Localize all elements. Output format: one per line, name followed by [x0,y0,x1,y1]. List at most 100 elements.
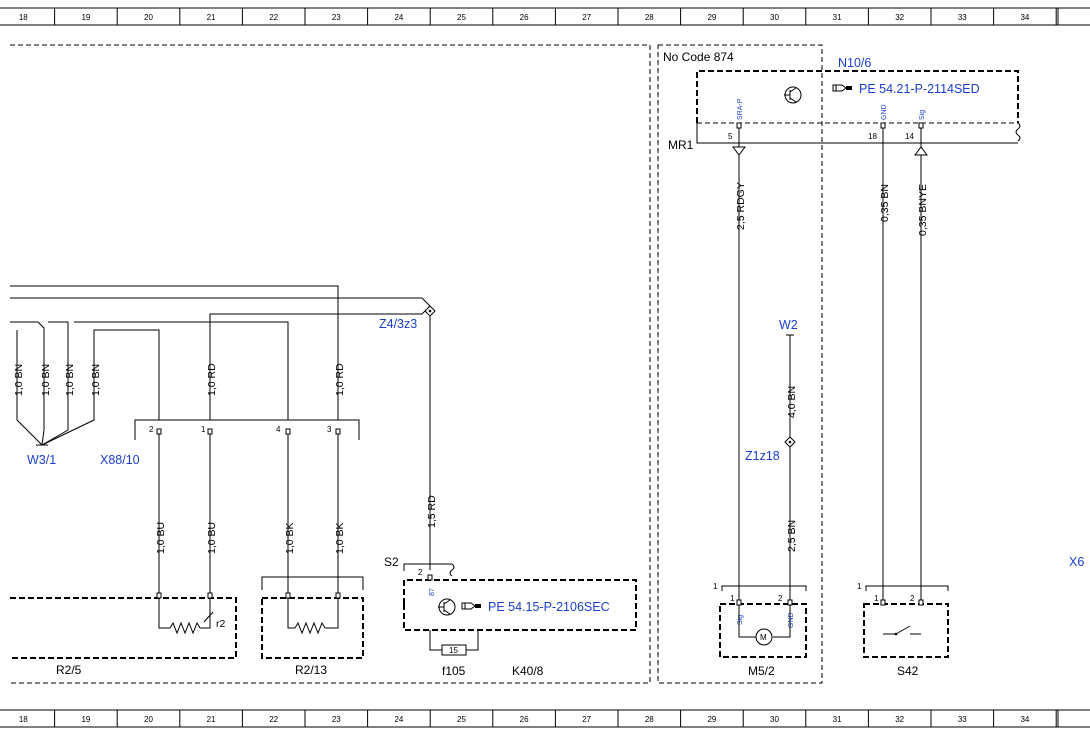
ruler-cell-33: 33 [958,13,967,22]
wire-label-0-35-bn: 0,35 BN [879,184,891,222]
m5-2-pin-2 [787,599,793,606]
wire-label-1-0-bn-d: 1,0 BN [90,364,102,396]
ruler-cell-20: 20 [144,13,153,22]
ruler-cell-34: 34 [1020,715,1029,724]
pin-name-sig: Sig [919,110,926,120]
m5-2-connector-number: 1 [713,582,718,591]
r2-5-label: R2/5 [56,663,82,677]
ruler-cell-19: 19 [81,715,90,724]
wire-label-4-0-bn: 4,0 BN [786,386,798,418]
m5-2-pin-name-sig: Sig [737,615,744,625]
mr1-label: MR1 [668,138,694,152]
ruler-cell-25: 25 [457,715,466,724]
wire-label-1-0-bk-a: 1,0 BK [284,522,296,554]
motor-icon: M [755,628,773,646]
n10-6-wires: 2,5 RDGY 0,35 BN 0,35 BNYE [732,128,929,600]
pin-number-18: 18 [868,132,877,141]
ruler-cell-29: 29 [707,13,716,22]
n10-pin-14 [918,122,924,129]
wire-label-1-0-bn-a: 1,0 BN [13,364,25,396]
w2-ground-wire: W2 4,0 BN Z1z18 2,5 BN [745,318,798,600]
pointing-hand-icon[interactable] [832,84,852,92]
wire-label-0-35-bnye: 0,35 BNYE [917,184,929,236]
switch-icon [883,625,921,636]
ruler-cell-29: 29 [707,715,716,724]
pin-name-gnd: GND [881,104,888,120]
ruler-cell-18: 18 [19,13,28,22]
s42-pin-1 [880,599,886,606]
resistor-icon [294,621,326,635]
ruler-cell-19: 19 [81,13,90,22]
s42-label: S42 [897,664,919,678]
wire-label-1-0-bu-b: 1,0 BU [206,522,218,554]
no-code-label: No Code 874 [663,50,734,64]
k40-8-reference-link[interactable]: PE 54.15-P-2106SEC [488,600,610,614]
transistor-icon [784,86,802,104]
n10-6-reference-link[interactable]: PE 54.21-P-2114SED [859,82,980,96]
x88-pin-number-1: 1 [201,425,206,434]
ruler-cell-27: 27 [582,715,591,724]
pin-name-87: 87 [429,588,436,596]
pin-number-14: 14 [905,132,914,141]
area-boundaries [10,44,823,684]
ruler-cell-33: 33 [958,715,967,724]
m5-2-pin-1 [736,599,742,606]
s42-connector-number: 1 [857,582,862,591]
ruler-cell-22: 22 [269,13,278,22]
x88-pin-number-2: 2 [149,425,154,434]
m5-2-pin-number-1: 1 [730,594,735,603]
ruler-cell-28: 28 [645,13,654,22]
ruler-cell-22: 22 [269,715,278,724]
n10-6-label: N10/6 [838,56,871,70]
n10-6-module: No Code 874 N10/6 PE 54.21-P-2114SED MR1… [663,50,1021,152]
x88-pin-4 [285,428,291,435]
m5-2-pin-name-gnd: GND [788,612,795,628]
w2-label[interactable]: W2 [779,318,798,332]
w3-1-label[interactable]: W3/1 [27,453,56,467]
r2-5-pin-a [156,592,162,599]
ruler-cell-34: 34 [1020,13,1029,22]
z1z18-label[interactable]: Z1z18 [745,449,780,463]
r2-5-pin-b [207,592,213,599]
n10-pin-5 [736,122,742,129]
wire-label-1-5-rd: 1,5 RD [426,495,438,528]
k40-8-label: K40/8 [512,664,544,678]
x-connector-partial-label[interactable]: X6 [1069,555,1084,569]
transistor-icon [438,598,456,616]
ruler-cell-18: 18 [19,715,28,724]
s2-pin-number-2: 2 [418,568,423,577]
left-harness: W3/1 1,0 BN 1,0 BN 1,0 BN 1,0 BN 1,0 RD … [10,285,438,570]
ruler-cell-31: 31 [833,715,842,724]
r2-label: r2 [216,618,225,630]
ruler-cell-26: 26 [520,13,529,22]
x88-pin-1 [207,428,213,435]
f105-label: f105 [442,664,466,678]
pin-name-sra-p: SRA-P [737,98,744,120]
r2-5-component: r2 R2/5 [10,592,237,677]
x88-pin-number-4: 4 [276,425,281,434]
ruler-cell-23: 23 [332,13,341,22]
x88-lower-wires: 1,0 BU 1,0 BU 1,0 BK 1,0 BK [155,434,346,598]
ruler-cell-21: 21 [207,13,216,22]
m5-2-component: 1 1 2 Sig GND M M5/2 [713,582,807,678]
wire-label-1-0-rd-a: 1,0 RD [206,363,218,396]
ruler-cell-32: 32 [895,715,904,724]
wire-label-2-5-rdgy: 2,5 RDGY [735,182,747,230]
x88-pin-3 [335,428,341,435]
m5-2-label: M5/2 [748,664,775,678]
n10-pin-18 [880,122,886,129]
x88-pin-2 [156,428,162,435]
wire-label-1-0-bn-c: 1,0 BN [64,364,76,396]
wire-label-1-0-bu-a: 1,0 BU [155,522,167,554]
x88-10-label[interactable]: X88/10 [100,453,140,467]
r2-13-component: R2/13 [261,576,364,677]
z4-3z3-label[interactable]: Z4/3z3 [379,317,417,331]
ruler-cell-28: 28 [645,715,654,724]
pointing-hand-icon[interactable] [461,602,481,610]
s2-label: S2 [384,555,399,569]
fuse-f105-number: 15 [449,646,458,655]
k40-8-pin-87 [427,574,433,581]
